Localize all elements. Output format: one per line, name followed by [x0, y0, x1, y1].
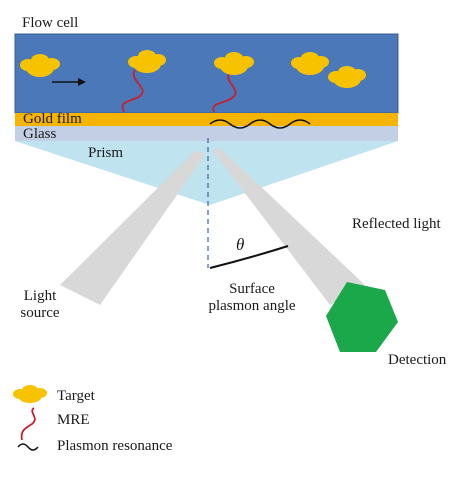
legend-mre-label: MRE — [57, 412, 90, 428]
angle-arc — [209, 245, 289, 269]
flow-cell-label: Flow cell — [22, 15, 79, 31]
glass-layer — [15, 126, 398, 141]
reflected-light-label: Reflected light — [352, 216, 441, 232]
detection-label: Detection — [388, 352, 447, 368]
light-source-label: Light source — [20, 288, 60, 321]
glass-label: Glass — [23, 126, 57, 142]
plasmon-wave-icon — [17, 443, 39, 451]
plasmon-wave — [209, 119, 311, 129]
mre-strand-icon — [20, 407, 36, 441]
target-blob — [214, 52, 254, 75]
mre-strand — [212, 71, 237, 113]
flow-arrow-icon — [52, 78, 86, 86]
legend-plasmon-label: Plasmon resonance — [57, 438, 173, 454]
surface-plasmon-angle-label: Surface plasmon angle — [208, 281, 296, 314]
prism-label: Prism — [88, 145, 124, 161]
mre-strand — [121, 69, 144, 113]
gold-film-label: Gold film — [23, 111, 82, 127]
target-blob — [291, 52, 329, 75]
target-blob-icon — [13, 385, 47, 403]
target-blob — [20, 54, 60, 77]
theta-label: θ — [236, 235, 245, 254]
detector-hexagon — [326, 282, 398, 352]
incident-light-beam — [60, 150, 205, 305]
target-blob — [328, 66, 366, 88]
legend-target-label: Target — [57, 388, 95, 404]
target-blob — [128, 50, 166, 73]
prism — [15, 141, 398, 205]
gold-film — [15, 113, 398, 126]
reflected-light-beam — [212, 148, 365, 305]
